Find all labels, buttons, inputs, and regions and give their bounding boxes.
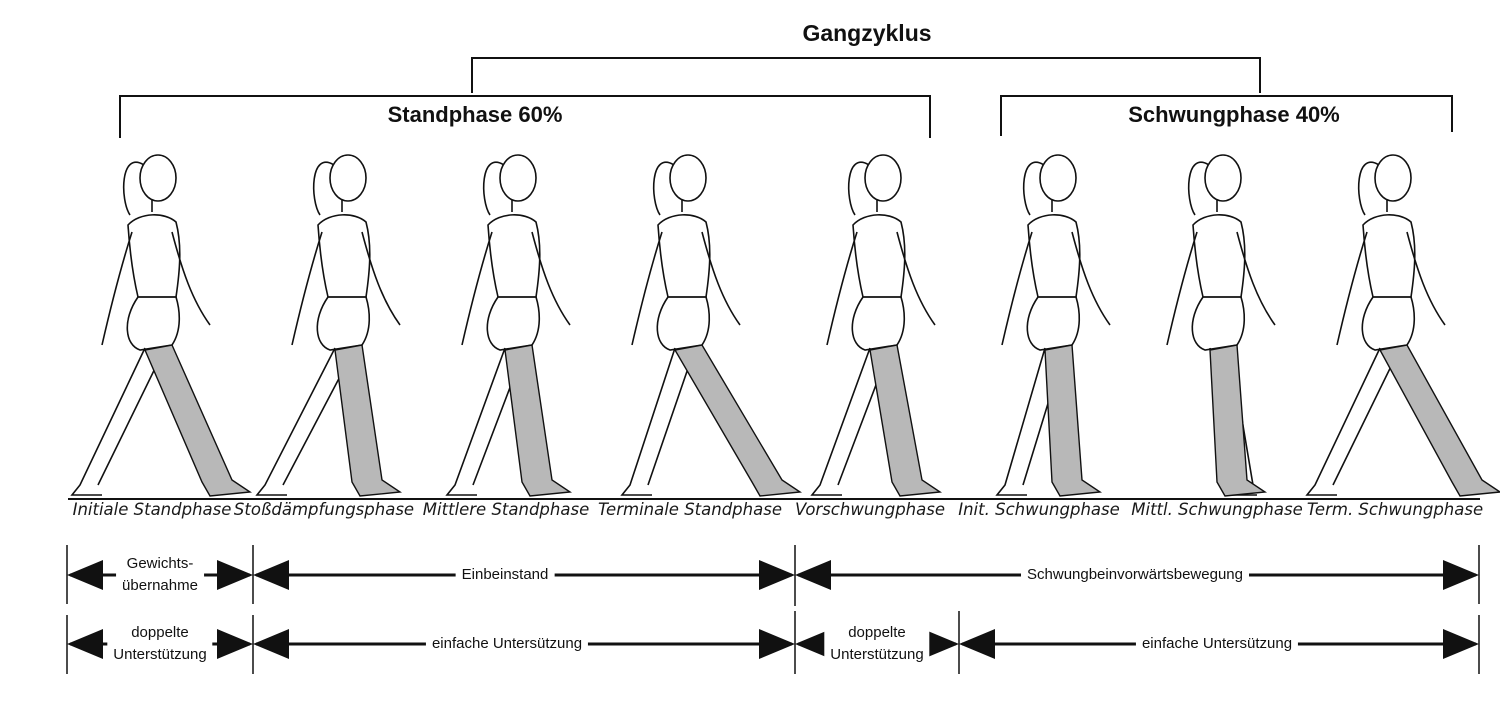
walking-figure: [445, 154, 573, 497]
subphase-label: Terminale Standphase: [598, 500, 782, 519]
single-limb-stance-label: Einbeinstand: [455, 564, 555, 586]
gait-cycle-title: Gangzyklus: [802, 20, 932, 46]
subphase-label: Stoßdämpfungsphase: [233, 500, 415, 519]
subphase-label: Vorschwungphase: [795, 500, 945, 519]
walking-figure: [255, 154, 403, 497]
walking-figure: [70, 154, 253, 497]
swing-limb-advancement-label: Schwungbeinvorwärtsbewegung: [1021, 564, 1249, 586]
walking-figure: [1305, 154, 1500, 497]
subphase-label: Mittl. Schwungphase: [1131, 500, 1303, 519]
walking-figure: [810, 154, 943, 497]
walking-figure: [1166, 154, 1276, 497]
walking-figures: [70, 154, 1500, 497]
gait-cycle-bracket: [471, 57, 1261, 93]
subphase-label: Mittlere Standphase: [422, 500, 590, 519]
stance-bracket: [119, 95, 931, 138]
walking-figure: [995, 154, 1111, 497]
weight-acceptance-label: Gewichts-übernahme: [116, 553, 204, 597]
subphase-label: Init. Schwungphase: [958, 500, 1120, 519]
swing-bracket: [1000, 95, 1453, 136]
subphase-label: Term. Schwungphase: [1306, 500, 1484, 519]
swing-phase-label: Schwungphase 40%: [1128, 102, 1340, 127]
single-support-label-2: einfache Untersützung: [1135, 633, 1299, 655]
stance-phase-label: Standphase 60%: [387, 102, 563, 127]
single-support-label: einfache Untersützung: [425, 633, 589, 655]
subphase-label: Initiale Standphase: [72, 500, 232, 519]
walking-figure: [620, 154, 803, 497]
